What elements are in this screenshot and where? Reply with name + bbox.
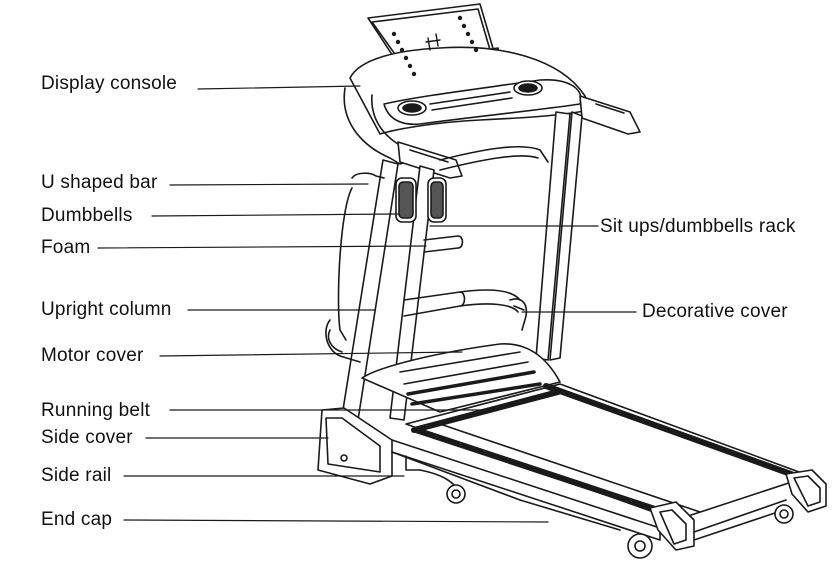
label-running-belt: Running belt xyxy=(41,400,151,421)
leader-end-cap xyxy=(123,519,549,523)
upright-columns xyxy=(341,111,583,421)
label-side-rail: Side rail xyxy=(41,465,112,486)
label-situps-rack: Sit ups/dumbbells rack xyxy=(600,216,796,237)
end-caps xyxy=(649,469,827,551)
leader-lines xyxy=(97,85,637,523)
dumbbells xyxy=(395,177,447,223)
label-upright-column: Upright column xyxy=(41,299,172,320)
leader-foam xyxy=(97,245,427,249)
foam-bars xyxy=(403,235,521,317)
label-motor-cover: Motor cover xyxy=(41,345,144,366)
label-dumbbells: Dumbbells xyxy=(41,205,133,226)
display-console xyxy=(343,3,591,165)
side-cover xyxy=(317,407,393,485)
label-display-console: Display console xyxy=(41,73,178,94)
situps-rack xyxy=(439,145,549,171)
u-shaped-bar xyxy=(325,172,385,363)
right-handle xyxy=(579,95,641,135)
label-end-cap: End cap xyxy=(41,509,113,530)
label-u-shaped-bar: U shaped bar xyxy=(41,172,158,193)
leader-motor-cover xyxy=(159,351,463,357)
leader-display-console xyxy=(197,85,361,90)
leader-u-shaped-bar xyxy=(169,183,369,186)
decorative-cover xyxy=(509,298,528,331)
motor-cover xyxy=(361,343,561,413)
side-rail xyxy=(391,439,661,541)
leader-dumbbells xyxy=(151,213,399,217)
wheels xyxy=(627,504,794,559)
label-side-cover: Side cover xyxy=(41,427,133,448)
label-foam: Foam xyxy=(41,237,91,258)
label-decorative-cover: Decorative cover xyxy=(642,301,788,322)
